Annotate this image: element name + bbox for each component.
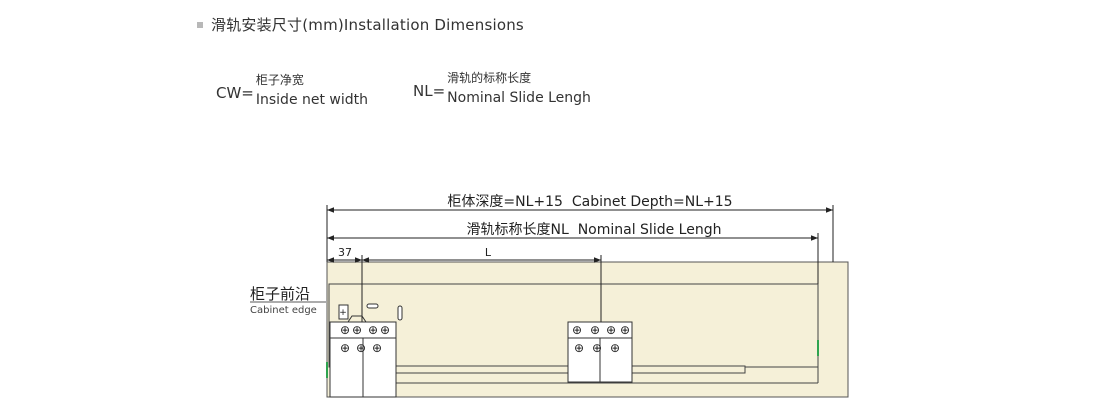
nl-dimension-label: 滑轨标称长度NL Nominal Slide Lengh xyxy=(467,221,722,238)
definition-zh: 柜子净宽 xyxy=(255,73,304,87)
definition-en: Inside net width xyxy=(255,92,369,108)
cabinet-edge-en: Cabinet edge xyxy=(250,305,317,316)
svg-text:⊕: ⊕ xyxy=(340,323,350,337)
svg-text:⊕: ⊕ xyxy=(590,323,600,337)
definition-nl: NL= 滑轨的标称长度 Nominal Slide Lengh xyxy=(413,71,591,107)
front-mounting-bracket: + ⊕⊕ ⊕⊕ ⊕⊕ ⊕ xyxy=(329,303,403,398)
svg-text:⊕: ⊕ xyxy=(356,341,366,355)
svg-text:⊕: ⊕ xyxy=(340,341,350,355)
svg-text:⊕: ⊕ xyxy=(606,323,616,337)
svg-text:⊕: ⊕ xyxy=(372,341,382,355)
definition-key: NL= xyxy=(413,82,446,100)
definition-zh: 滑轨的标称长度 xyxy=(447,71,532,85)
definition-key: CW= xyxy=(216,84,254,102)
svg-text:⊕: ⊕ xyxy=(574,341,584,355)
svg-text:+: + xyxy=(339,308,347,318)
l-dimension-label: L xyxy=(485,246,492,259)
cabinet-edge-zh: 柜子前沿 xyxy=(250,285,311,303)
cabinet-edge-label: 柜子前沿 Cabinet edge xyxy=(250,283,317,316)
svg-text:⊕: ⊕ xyxy=(610,341,620,355)
offset-dimension-label: 37 xyxy=(338,246,352,259)
svg-text:⊕: ⊕ xyxy=(380,323,390,337)
svg-text:⊕: ⊕ xyxy=(352,323,362,337)
svg-text:⊕: ⊕ xyxy=(620,323,630,337)
bullet-square-icon xyxy=(197,21,203,28)
section-title: 滑轨安装尺寸(mm)Installation Dimensions xyxy=(211,16,524,34)
definition-en: Nominal Slide Lengh xyxy=(447,90,591,106)
rear-mounting-bracket: ⊕⊕ ⊕⊕ ⊕⊕ ⊕ xyxy=(567,321,633,383)
svg-text:⊕: ⊕ xyxy=(368,323,378,337)
section-header: 滑轨安装尺寸(mm)Installation Dimensions xyxy=(197,14,524,35)
depth-dimension-label: 柜体深度=NL+15 Cabinet Depth=NL+15 xyxy=(447,194,732,210)
svg-text:⊕: ⊕ xyxy=(592,341,602,355)
definition-cw: CW= 柜子净宽 Inside net width xyxy=(216,73,368,109)
svg-text:⊕: ⊕ xyxy=(572,323,582,337)
